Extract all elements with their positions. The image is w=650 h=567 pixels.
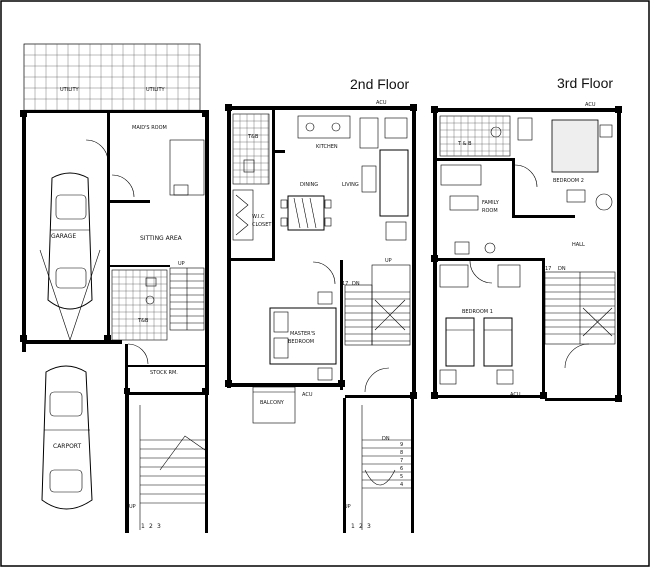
second-tb-tiles [232,113,270,185]
second-lower-stair [343,398,414,533]
utility-label-2: UTILITY [146,87,166,93]
utility-grid [23,43,201,113]
master-label-2: BEDROOM [288,339,314,345]
second-stair-num-3: 3 [367,523,371,530]
garage-car [39,172,101,341]
second-up-label: UP [385,258,392,264]
second-dn-label: DN [352,281,360,287]
heading-2nd-floor: 2nd Floor [350,76,409,92]
second-stair-right-8: 8 [400,450,403,456]
maids-room-label: MAID'S ROOM [132,125,167,131]
ground-tb-label: T&B [137,318,149,324]
heading-3rd-floor: 3rd Floor [557,75,613,91]
second-stair-right-7: 7 [400,458,403,464]
bedroom2-label: BEDROOM 2 [553,178,584,184]
second-tb-label: T&B [247,134,259,140]
ground-lower-stair [125,395,208,533]
second-floor-plan: ACU T&B KITCHEN DINING LIVING [225,100,417,533]
third-tb-tiles [439,115,533,157]
hall-label: HALL [572,242,585,248]
family-label-1: FAMILY [482,200,500,206]
second-17-label: 17 [342,281,348,287]
kitchen-label: KITCHEN [316,144,338,150]
wic-label-2: CLOSET [252,222,272,228]
master-bed [269,291,337,381]
utility-label-1: UTILITY [60,87,80,93]
second-acu-bottom-label: ACU [302,392,313,398]
family-label-2: ROOM [482,208,498,214]
second-lower-dn-label: DN [382,436,390,442]
second-stair-num-2: 2 [359,523,363,530]
third-17-label: 17 [545,266,551,272]
ground-stair-up-label: UP [129,504,136,510]
living-label: LIVING [342,182,359,188]
ground-stair [169,267,205,331]
second-stair-num-1: 1 [351,523,355,530]
balcony-label: BALCONY [260,400,285,406]
third-tb-label: T & B [457,141,472,147]
ground-stair-num-1: 1 [141,523,145,530]
bedroom1-beds [439,264,521,385]
dining-table [280,195,332,231]
second-acu-top-label: ACU [376,100,387,106]
third-stair [544,271,616,345]
second-stair-right-4: 4 [400,482,403,488]
sitting-area-label: SITTING AREA [140,235,183,242]
third-acu-top-label: ACU [585,102,596,108]
garage-label: GARAGE [51,233,76,240]
carport-label: CARPORT [53,443,82,450]
second-lower-up-label: UP [344,504,351,510]
bedroom1-label: BEDROOM 1 [462,309,493,315]
dining-label: DINING [300,182,318,188]
stock-rm-label: STOCK RM. [150,370,178,376]
third-acu-bottom-label: ACU [510,392,521,398]
ground-floor-plan: UTILITY UTILITY MAID'S ROOM [20,43,209,533]
second-stair-right-5: 5 [400,474,403,480]
ground-up-label: UP [178,261,185,267]
ground-stair-num-2: 2 [149,523,153,530]
ground-tb-tiles [111,269,168,341]
second-stair-right-6: 6 [400,466,403,472]
bedroom2-bed [551,119,613,211]
carport-car [41,365,93,510]
master-label-1: MASTER'S [290,331,315,337]
second-stair [344,264,411,346]
second-stair-right-9: 9 [400,442,403,448]
ground-stair-num-3: 3 [157,523,161,530]
third-floor-plan: ACU T & B BEDROOM 2 FAMILY ROOM HALL [431,102,622,402]
wic-label-1: W.I.C [252,214,265,220]
third-dn-label: DN [558,266,566,272]
